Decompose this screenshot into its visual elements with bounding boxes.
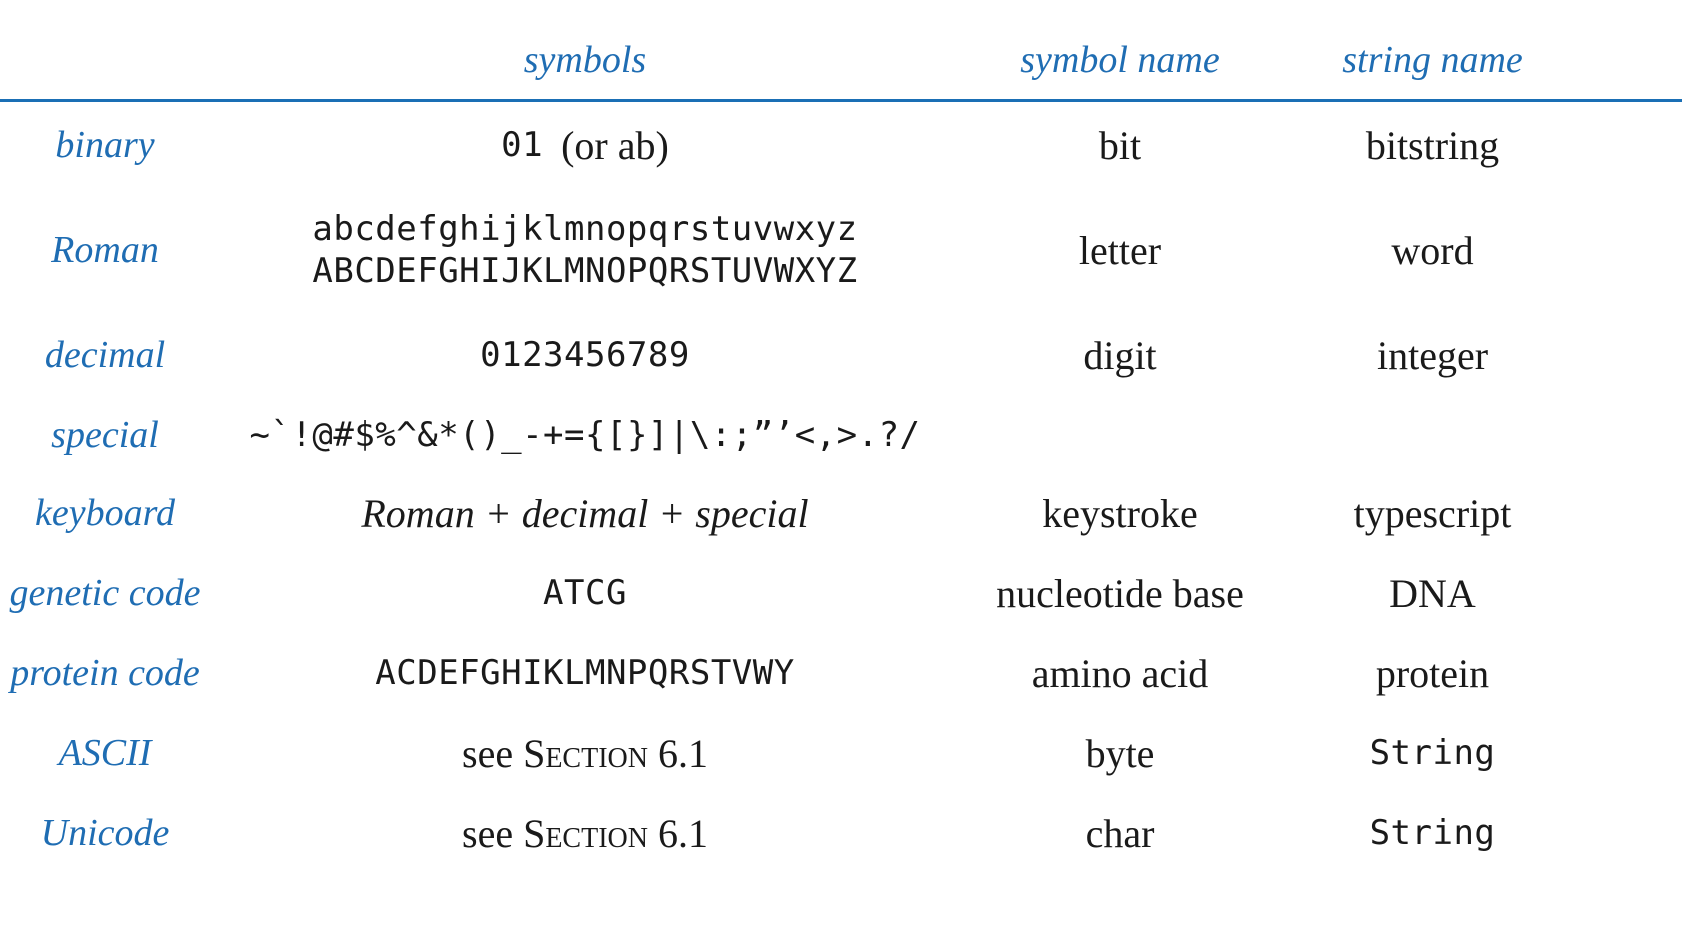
- symbol-name: amino acid: [1031, 650, 1209, 696]
- section-reference[interactable]: Section: [523, 730, 648, 776]
- symbols-value: 01: [501, 125, 544, 165]
- symbol-name: bit: [1098, 122, 1142, 168]
- section-reference[interactable]: Section: [523, 810, 648, 856]
- row-label: special: [51, 414, 159, 456]
- symbol-name: byte: [1085, 730, 1155, 776]
- symbol-name: letter: [1078, 227, 1162, 273]
- table-row: keyboard Roman + decimal + special keyst…: [0, 480, 1682, 546]
- row-label: protein code: [10, 652, 200, 694]
- symbol-name: keystroke: [1042, 490, 1198, 536]
- string-name: integer: [1376, 332, 1489, 378]
- table-row: protein code ACDEFGHIKLMNPQRSTVWY amino …: [0, 640, 1682, 706]
- string-name: String: [1369, 733, 1496, 773]
- symbol-name: nucleotide base: [996, 570, 1244, 616]
- symbols-prefix: see: [462, 810, 514, 856]
- symbols-prefix: see: [462, 730, 514, 776]
- string-name: word: [1391, 227, 1474, 273]
- header-string-name: string name: [1342, 39, 1523, 81]
- table-row: decimal 0123456789 digit integer: [0, 322, 1682, 388]
- symbols-uppercase: ABCDEFGHIJKLMNOPQRSTUVWXYZ: [312, 251, 858, 291]
- table-row: ASCII see Section 6.1 byte String: [0, 720, 1682, 786]
- row-label: keyboard: [35, 492, 175, 534]
- row-label: binary: [55, 124, 155, 166]
- table-row: binary 01 (or ab) bit bitstring: [0, 112, 1682, 178]
- row-label: genetic code: [9, 572, 201, 614]
- symbols-value: ~`!@#$%^&*()_-+={[}]|\:;”’<,>.?/: [249, 415, 921, 455]
- header-symbols: symbols: [523, 39, 647, 81]
- table-row: Unicode see Section 6.1 char String: [0, 800, 1682, 866]
- header-symbol-name: symbol name: [1020, 39, 1220, 81]
- symbols-value: ATCG: [543, 573, 627, 613]
- symbols-value: Roman + decimal + special: [361, 490, 809, 536]
- row-label: ASCII: [58, 732, 152, 774]
- string-name: protein: [1375, 650, 1490, 696]
- row-label: Roman: [51, 229, 159, 271]
- symbols-lowercase: abcdefghijklmnopqrstuvwxyz: [312, 209, 858, 249]
- symbols-value: 0123456789: [480, 335, 690, 375]
- row-label: decimal: [44, 334, 166, 376]
- header-rule: [0, 99, 1682, 102]
- symbol-name: digit: [1083, 332, 1157, 378]
- symbols-value: ACDEFGHIKLMNPQRSTVWY: [375, 653, 795, 693]
- table-row: genetic code ATCG nucleotide base DNA: [0, 560, 1682, 626]
- string-name: typescript: [1353, 490, 1512, 536]
- string-name: bitstring: [1365, 122, 1500, 168]
- table-row: Roman abcdefghijklmnopqrstuvwxyz ABCDEFG…: [0, 205, 1682, 295]
- row-label: Unicode: [40, 812, 170, 854]
- symbols-note: (or ab): [561, 122, 669, 168]
- section-number: 6.1: [657, 730, 708, 776]
- string-name: String: [1369, 813, 1496, 853]
- string-name: DNA: [1389, 570, 1476, 616]
- section-number: 6.1: [657, 810, 708, 856]
- table-row: special ~`!@#$%^&*()_-+={[}]|\:;”’<,>.?/: [0, 402, 1682, 468]
- symbol-name: char: [1085, 810, 1155, 856]
